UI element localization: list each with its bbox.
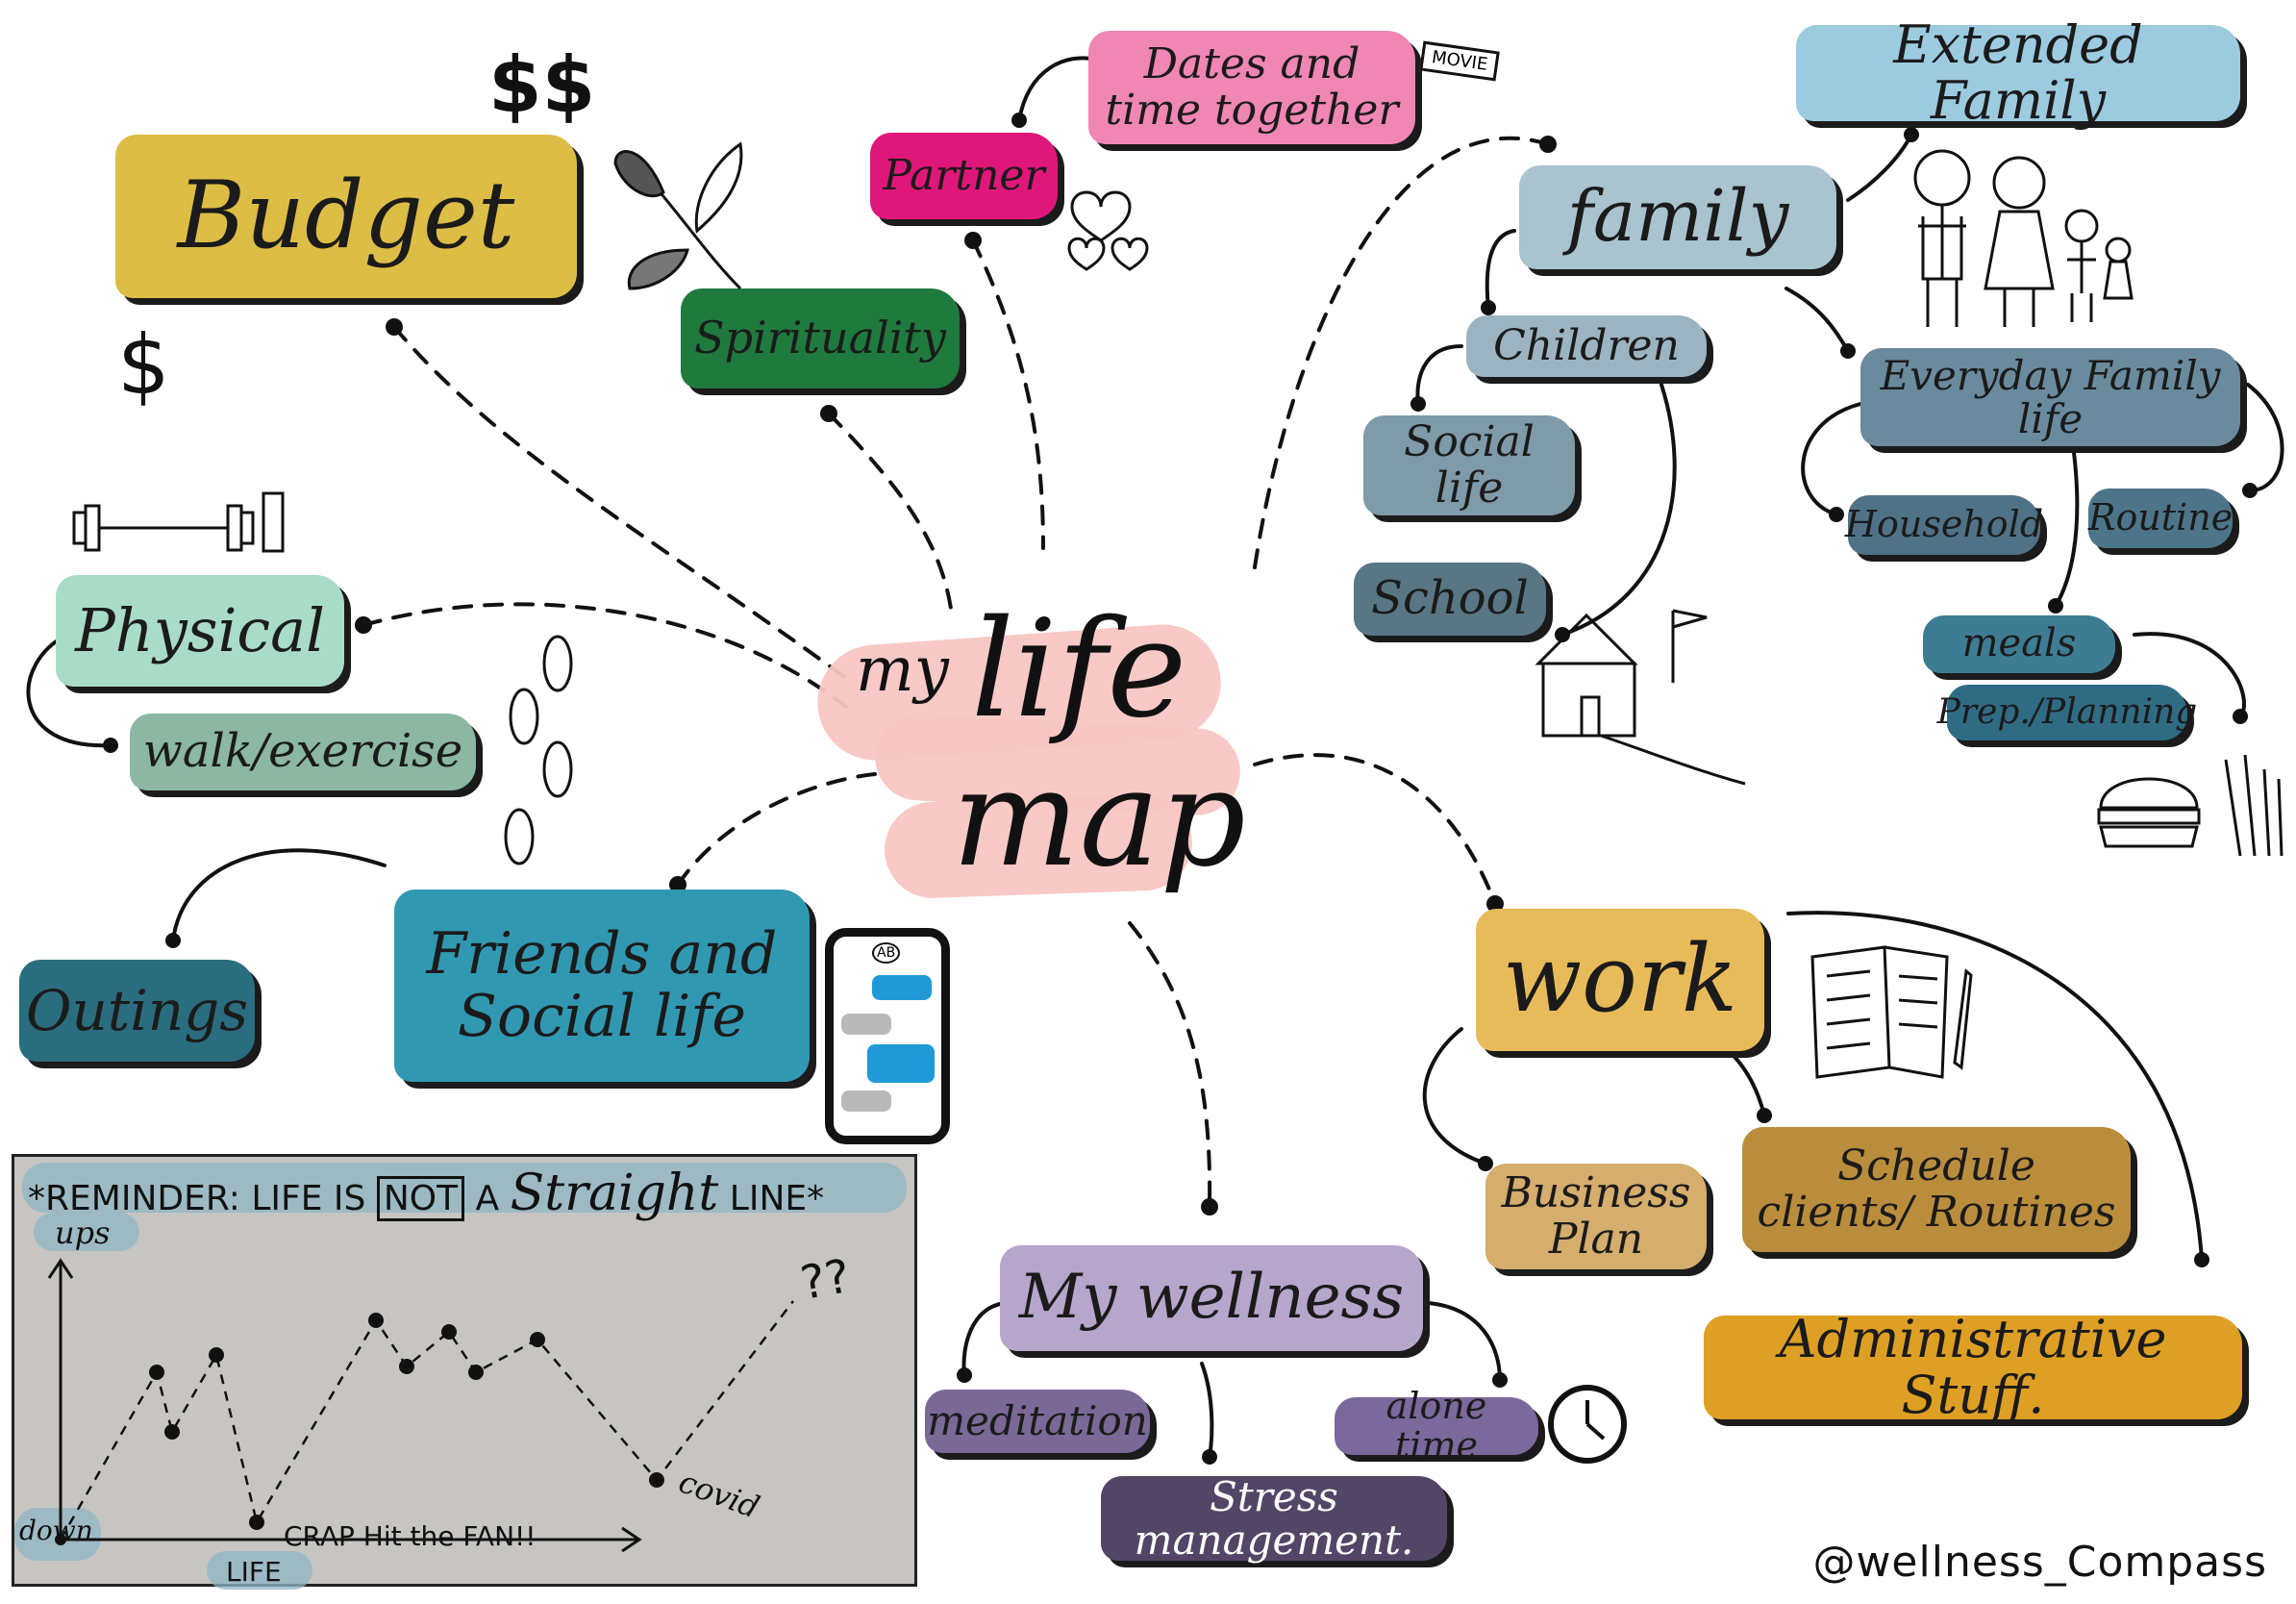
title-my: my [856,635,949,706]
link-prep [2133,632,2246,718]
life-trend-line [59,1300,794,1541]
reminder-prefix: *REMINDER: LIFE IS [28,1179,366,1218]
node-dates: Dates and time together [1088,31,1415,144]
link-household [1801,402,1862,516]
node-routine: Routine [2088,489,2233,548]
clock-icon [1548,1385,1627,1464]
link-everyday [1784,287,1850,353]
node-children: Children [1466,315,1707,377]
link-budget [392,325,848,680]
link-work-business [1422,1027,1487,1165]
node-meals: meals [1923,615,2115,673]
annotation-crap: CRAP Hit the FAN!! [284,1520,537,1552]
link-sociallife [1415,344,1463,406]
burger-fries-icon [2097,754,2284,857]
axis-life: LIFE [226,1556,282,1588]
life-trend-points [55,1313,664,1545]
axis-ups: ups [55,1215,111,1251]
node-my-wellness: My wellness [1000,1245,1423,1351]
phone-icon: AB [825,928,950,1144]
y-axis-arrow [47,1258,74,1540]
link-school [1560,383,1677,637]
link-work [1253,753,1497,906]
dollar-sign-left: $ [117,317,170,414]
link-physical-walk [26,633,112,748]
link-extended [1846,133,1913,202]
link-wellness [1128,921,1212,1209]
notebook-pencil-icon [1810,945,1973,1079]
movie-ticket-label: MOVIE [1430,47,1489,75]
link-dates [1017,56,1098,122]
life-map-title: my life map [813,591,1260,914]
title-map: map [952,740,1246,897]
link-wellness-meditation [961,1301,1007,1377]
life-line-sketch [47,1258,794,1553]
link-family [1253,136,1550,569]
link-friends [676,772,877,887]
connector-dots [103,113,2258,1465]
author-handle: @wellness_Compass [1812,1538,2267,1587]
node-household: Household [1845,495,2043,555]
dumbbell-icon [72,491,285,553]
link-outings [171,848,387,942]
chat-bubble [867,1044,935,1083]
node-prep-planning: Prep./Planning [1937,685,2197,740]
node-work: work [1476,909,1764,1051]
link-children [1485,229,1516,310]
link-routine [2246,383,2284,492]
node-partner: Partner [870,133,1058,219]
reminder-straight: Straight [510,1165,719,1222]
chat-bubble [841,1014,891,1035]
link-spirituality [827,412,954,617]
chat-bubble [841,1090,891,1112]
node-stress-management: Stress management. [1101,1474,1447,1562]
hearts-icon [1067,190,1149,271]
reminder-line: LINE* [729,1179,825,1218]
leaf-sprig-icon [613,141,743,290]
node-school: School [1354,563,1546,636]
node-physical: Physical [56,575,344,687]
node-alone-time: alone time [1335,1386,1538,1466]
reminder-a: A [475,1179,500,1218]
node-friends-social-life: Friends and Social life [394,890,810,1082]
node-social-life: Social life [1363,415,1575,515]
node-administrative-stuff: Administrative Stuff. [1704,1311,2242,1423]
family-figures-icon [1913,149,2134,327]
link-wellness-stress [1200,1362,1214,1459]
node-family: family [1519,165,1836,269]
link-physical [362,602,848,709]
node-schedule-clients: Schedule clients/ Routines [1742,1127,2131,1252]
node-spirituality: Spirituality [681,288,960,388]
node-outings: Outings [19,960,255,1062]
phone-badge: AB [872,942,901,964]
node-meditation: meditation [925,1390,1150,1453]
node-walk-exercise: walk/exercise [130,714,476,790]
node-everyday-family-life: Everyday Family life [1860,348,2240,446]
link-meals [2054,436,2080,608]
link-work-admin [1786,911,2204,1262]
reminder-panel: *REMINDER: LIFE IS NOT A Straight LINE* … [12,1154,917,1590]
footprints-icon [504,635,573,865]
node-budget: Budget [115,135,577,298]
x-axis-arrow [61,1526,642,1553]
link-partner [971,238,1045,550]
link-wellness-alone [1426,1301,1502,1382]
reminder-not: NOT [376,1176,465,1221]
dollar-signs-top: $$ [488,40,596,130]
chat-bubble [872,975,932,1000]
node-business-plan: Business Plan [1485,1164,1707,1269]
reminder-title: *REMINDER: LIFE IS NOT A Straight LINE* [28,1165,824,1222]
school-building-icon [1535,609,1746,786]
title-life: life [971,591,1187,748]
node-extended-family: Extended Family [1796,16,2240,129]
